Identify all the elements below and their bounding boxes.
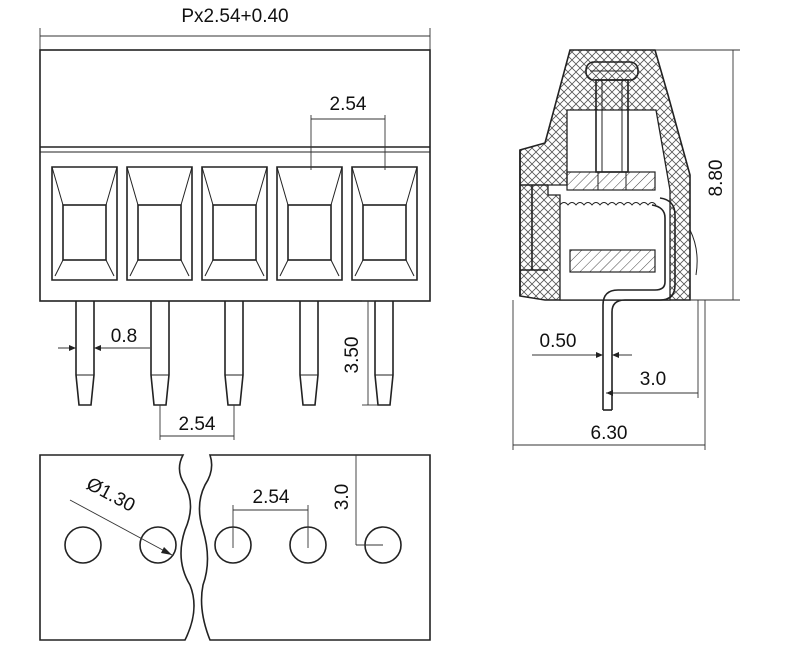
- bottom-pitch-label: 2.54: [179, 414, 216, 435]
- pin-width-label: 0.8: [111, 326, 137, 347]
- top-pitch-dimension: 2.54: [310, 94, 386, 170]
- wire-openings: [51, 166, 418, 281]
- pin-4: [299, 301, 319, 406]
- hole-row-offset-label: 3.0: [332, 484, 353, 510]
- pin-5: [374, 301, 394, 406]
- depth-dimension: 6.30: [512, 300, 706, 450]
- pin-offset-dimension: 3.0: [606, 300, 699, 398]
- pcb-layout-view: Ø1.30 2.54 3.0: [39, 454, 431, 641]
- wire-opening-4: [276, 166, 343, 281]
- hole-row-offset-dimension: 3.0: [332, 455, 383, 546]
- side-view: 8.80 0.50 3.0 6.30: [512, 49, 740, 450]
- pin-thickness-label: 0.50: [540, 331, 577, 352]
- bottom-pitch-dimension: 2.54: [159, 405, 235, 440]
- pin-length-dimension: 3.50: [342, 300, 378, 406]
- height-label: 8.80: [706, 160, 727, 197]
- front-body: [39, 49, 431, 302]
- overall-width-label: Px2.54+0.40: [181, 6, 288, 27]
- pcb-hole-2: [139, 526, 177, 564]
- pin-offset-label: 3.0: [640, 369, 666, 390]
- pin-width-dimension: 0.8: [58, 326, 150, 351]
- pin-1: [75, 301, 95, 406]
- pin-thickness-dimension: 0.50: [532, 331, 632, 358]
- hole-diameter-label: Ø1.30: [83, 474, 139, 517]
- pcb-holes: [64, 526, 402, 564]
- hole-pitch-label: 2.54: [253, 487, 290, 508]
- hole-diameter-dimension: Ø1.30: [69, 474, 173, 556]
- pin-length-label: 3.50: [342, 337, 363, 374]
- wire-opening-3: [201, 166, 268, 281]
- wire-opening-2: [126, 166, 193, 281]
- pin-2: [150, 301, 170, 406]
- wire-opening-5: [351, 166, 418, 281]
- depth-label: 6.30: [591, 423, 628, 444]
- hole-pitch-dimension: 2.54: [232, 487, 309, 548]
- pcb-hole-1: [64, 526, 102, 564]
- pin-3: [224, 301, 244, 406]
- overall-width-dimension: Px2.54+0.40: [39, 6, 431, 52]
- top-pitch-label: 2.54: [330, 94, 367, 115]
- wire-opening-1: [51, 166, 118, 281]
- front-view: Px2.54+0.40: [39, 6, 431, 440]
